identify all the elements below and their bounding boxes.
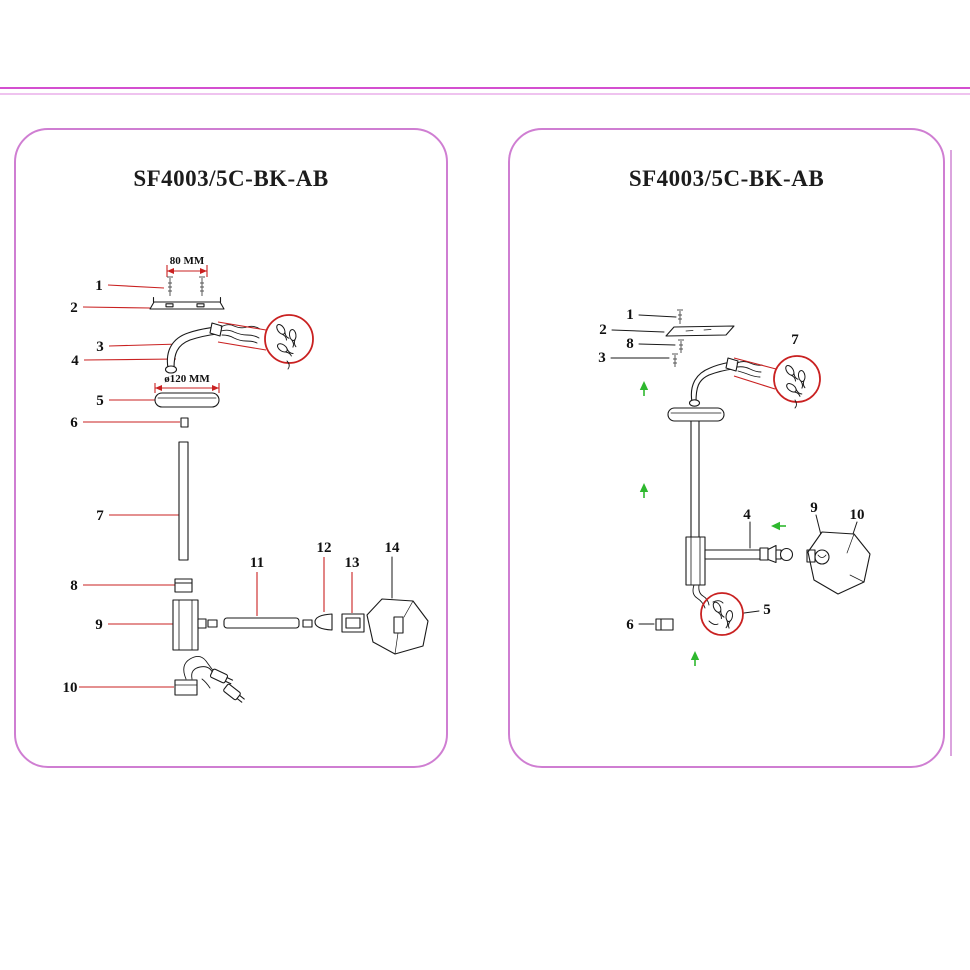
top-accent-line-dark	[0, 87, 970, 89]
wire-connection-detail	[217, 314, 314, 370]
callout-10: 10	[850, 507, 865, 523]
callout-7: 7	[791, 332, 799, 348]
wire-nut-icon	[275, 341, 295, 358]
wire-nut-icon	[274, 322, 291, 342]
callout-1: 1	[95, 278, 103, 294]
callout-numbers-right: 1 2 8 3 7 4 9 10 5 6	[598, 307, 864, 633]
callout-2: 2	[599, 322, 607, 338]
connector-sleeve	[180, 417, 189, 428]
lamp-body	[685, 536, 706, 586]
assembly-wires	[183, 656, 216, 689]
bulb-icon	[779, 547, 794, 562]
dimension-label-120mm: ø120 MM	[164, 373, 210, 385]
wire-connection-detail	[733, 355, 821, 409]
wire-nut-icon	[288, 328, 299, 348]
callout-6: 6	[70, 415, 78, 431]
mounting-bracket	[149, 296, 225, 310]
glass-shade	[366, 598, 429, 655]
callout-5: 5	[763, 602, 771, 618]
callout-7: 7	[96, 508, 104, 524]
glass-shade	[806, 531, 871, 595]
callout-13: 13	[345, 555, 360, 571]
detail-circle	[773, 355, 821, 403]
mounting-screws	[167, 276, 205, 296]
callout-2: 2	[70, 300, 78, 316]
detail-circle	[264, 314, 314, 364]
socket-holder	[209, 668, 234, 685]
left-instruction-panel: SF4003/5C-BK-AB	[14, 128, 448, 768]
callout-11: 11	[250, 555, 264, 571]
wire-nut-icon	[797, 369, 808, 389]
right-diagram: 1 2 8 3 7 4 9 10 5 6	[598, 307, 871, 667]
wire-nut-icon	[783, 363, 800, 383]
bulb-icon	[814, 549, 830, 565]
socket-holder	[223, 683, 245, 703]
lamp-socket	[341, 613, 365, 633]
callout-4: 4	[743, 507, 751, 523]
wired-socket-assembly	[174, 656, 245, 703]
body-wires	[692, 584, 710, 609]
wall-arm	[164, 322, 261, 374]
callout-1: 1	[626, 307, 634, 323]
callout-numbers-left: 1 2 3 4 5 6 7 8 9 10 11 12 13 14	[63, 278, 401, 696]
panel-right-double-border	[950, 150, 952, 756]
ceiling-canopy	[154, 392, 220, 408]
ceiling-canopy	[667, 407, 725, 422]
arrow-up-icon	[638, 482, 650, 499]
callout-3: 3	[598, 350, 606, 366]
wire-nut-icon	[711, 600, 727, 620]
leader-lines-red	[79, 284, 353, 688]
callout-8: 8	[626, 336, 634, 352]
wire-detail-bottom	[692, 584, 744, 636]
detail-circle	[700, 592, 744, 636]
socket-plug	[759, 544, 794, 564]
mounting-bracket	[665, 325, 735, 337]
right-instruction-panel: SF4003/5C-BK-AB	[508, 128, 945, 768]
callout-12: 12	[317, 540, 332, 556]
callout-3: 3	[96, 339, 104, 355]
wire-nut-icon	[723, 609, 734, 629]
spacer-cylinder	[174, 578, 193, 593]
arm-wires	[220, 324, 261, 344]
callout-9: 9	[810, 500, 818, 516]
callout-4: 4	[71, 353, 79, 369]
end-cap	[314, 613, 333, 631]
callout-8: 8	[70, 578, 78, 594]
callout-9: 9	[95, 617, 103, 633]
dimension-80mm: 80 MM	[166, 255, 208, 277]
cross-arm	[704, 549, 761, 560]
mounting-screws	[672, 309, 684, 367]
down-rod	[690, 420, 700, 538]
arrow-left-icon	[770, 520, 787, 532]
model-title-left: SF4003/5C-BK-AB	[133, 166, 329, 191]
model-title-right: SF4003/5C-BK-AB	[628, 166, 825, 191]
dimension-120mm: ø120 MM	[154, 373, 220, 393]
connector-cylinder	[655, 618, 674, 631]
wall-arm	[688, 357, 763, 407]
wire-nut-icon	[784, 381, 804, 399]
callout-6: 6	[626, 617, 634, 633]
callout-5: 5	[96, 393, 104, 409]
callout-10: 10	[63, 680, 78, 696]
callout-14: 14	[385, 540, 401, 556]
arrow-up-icon	[638, 380, 650, 397]
lamp-body	[172, 599, 207, 651]
left-diagram: 80 MM	[63, 255, 429, 703]
dimension-label-80mm: 80 MM	[170, 255, 205, 267]
top-accent-line-light	[0, 93, 970, 95]
down-rod	[178, 441, 189, 561]
arm-wires	[736, 361, 763, 378]
cross-bar	[207, 617, 313, 629]
arrow-up-icon	[689, 650, 701, 667]
